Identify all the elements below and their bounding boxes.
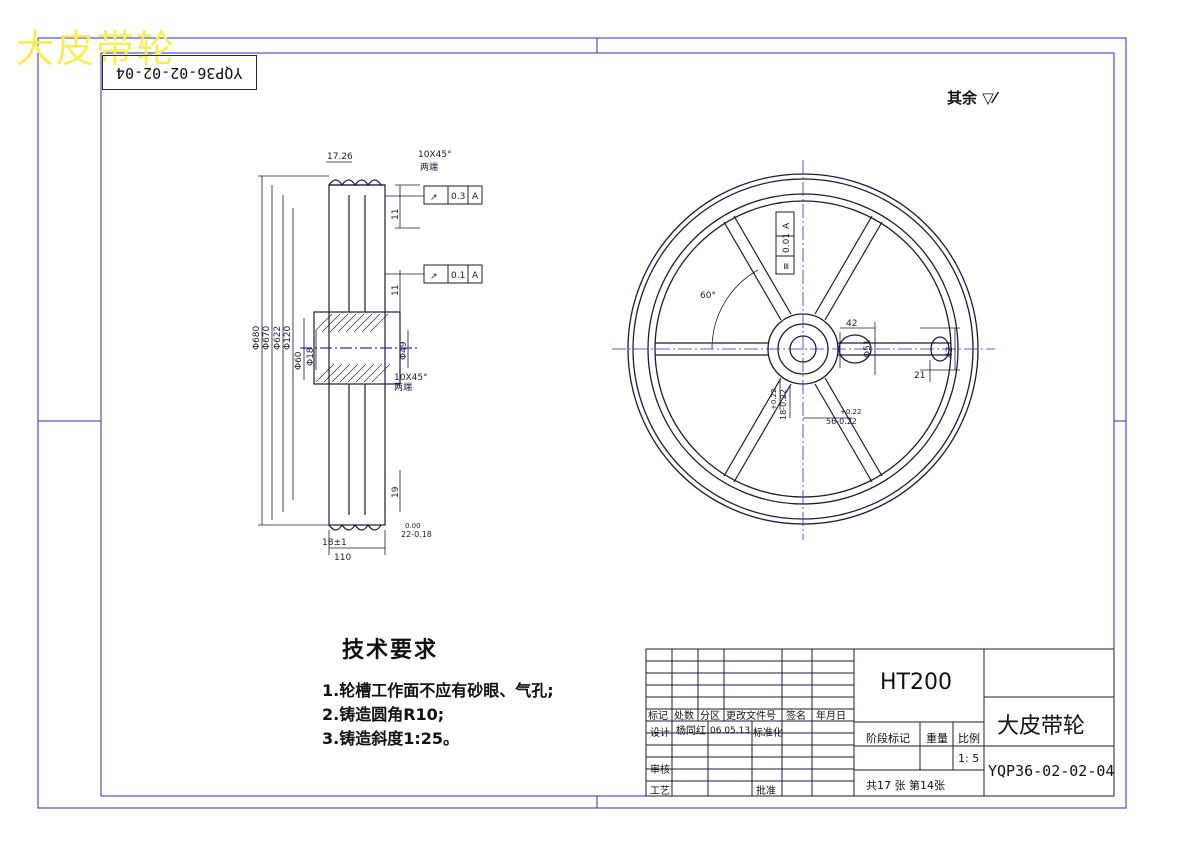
approve-label: 批准 xyxy=(756,786,776,797)
requirement-item-3: 3.铸造斜度1:25。 xyxy=(322,729,460,748)
front-tol-symbol: ≡ xyxy=(782,262,792,270)
design-date: 06.05.13 xyxy=(710,726,751,736)
dim-11-mid: 11 xyxy=(391,285,401,296)
row-design: 设计 xyxy=(650,728,670,739)
header-change-doc: 更改文件号 xyxy=(726,711,776,722)
watermark-text: 大皮带轮 xyxy=(16,27,177,71)
dim-both-ends-top: 两端 xyxy=(420,161,438,173)
front-dimensions xyxy=(711,269,960,419)
section-hatch xyxy=(315,313,391,383)
stage-mark-label: 阶段标记 xyxy=(866,732,910,745)
dim-19: 19 xyxy=(391,486,401,498)
material: HT200 xyxy=(880,670,952,695)
tol1-symbol: ↗ xyxy=(430,193,438,203)
outer-border xyxy=(37,37,1127,809)
designer-name: 杨同红 xyxy=(676,726,706,737)
dim-21: 21 xyxy=(914,371,925,381)
dim-11-top: 11 xyxy=(391,209,401,220)
dim-42-rim: 42 xyxy=(945,347,955,358)
front-tol-value: 0.01 xyxy=(782,233,792,253)
header-signature: 签名 xyxy=(786,711,806,722)
drawing-number: YQP36-02-02-04 xyxy=(988,762,1115,780)
dim-d680: Φ680 xyxy=(252,325,262,350)
header-count: 处数 xyxy=(674,711,694,722)
standardize-label: 标准化 xyxy=(753,728,783,739)
requirement-item-2: 2.铸造圆角R10; xyxy=(322,705,445,724)
dim-d49: Φ49 xyxy=(399,341,409,360)
angle-60: 60° xyxy=(700,291,716,301)
tol2-datum: A xyxy=(472,271,479,281)
section-view xyxy=(300,179,420,531)
header-zone: 分区 xyxy=(700,711,720,722)
dim-bottom-110: 110 xyxy=(334,553,351,563)
row-process: 工艺 xyxy=(650,786,670,797)
dim-keyway-upper: 0.00 xyxy=(405,522,421,530)
dim-d51: Φ51 xyxy=(863,339,873,358)
dim-d60: Φ60 xyxy=(294,351,304,370)
roughness-symbol-icon: ▽⁄ xyxy=(982,89,997,107)
header-mark: 标记 xyxy=(648,711,668,722)
requirement-item-1: 1.轮槽工作面不应有砂眼、气孔; xyxy=(322,681,554,700)
dim-both-ends-hub: 两端 xyxy=(394,381,412,393)
dim-d670: Φ670 xyxy=(262,325,272,350)
tol2-symbol: ↗ xyxy=(430,272,438,282)
scale-label: 比例 xyxy=(958,732,980,745)
tol1-datum: A xyxy=(472,192,479,202)
dim-d18: Φ18 xyxy=(306,347,316,366)
dim-42-spoke: 42 xyxy=(846,319,857,329)
weight-label: 重量 xyxy=(926,732,948,745)
drawing-code-rotated: YQP36-02-02-04 xyxy=(116,63,243,82)
section-dimensions xyxy=(258,161,424,555)
dim-key-upper: +0.22 xyxy=(770,389,778,410)
front-tolerance-frame xyxy=(775,211,795,275)
dim-bottom-18: 18±1 xyxy=(322,538,347,548)
dim-hub-depth: 56-0.22 xyxy=(826,417,857,426)
tol2-value: 0.1 xyxy=(451,271,465,281)
header-date: 年月日 xyxy=(816,711,846,722)
dim-d120: Φ120 xyxy=(283,325,293,350)
tol1-value: 0.3 xyxy=(451,192,465,202)
dim-key-width: 18-0.22 xyxy=(779,389,788,420)
part-name: 大皮带轮 xyxy=(997,714,1086,739)
title-block xyxy=(645,648,1115,797)
technical-requirements-title: 技术要求 xyxy=(342,638,439,663)
tolerance-frame-1 xyxy=(423,185,483,284)
dim-17-26: 17.26 xyxy=(327,152,353,162)
dim-chamfer-top: 10X45° xyxy=(418,150,452,160)
dim-hub-upper: +0.22 xyxy=(840,408,861,416)
front-tol-datum: A xyxy=(782,222,792,229)
roughness-note-text: 其余 xyxy=(947,89,978,107)
scale-value: 1: 5 xyxy=(958,752,980,765)
front-centerlines xyxy=(612,160,995,540)
dim-keyway-depth: 22-0.18 xyxy=(401,530,432,539)
sheet-count: 共17 张 第14张 xyxy=(866,779,945,792)
roughness-note: 其余 ▽⁄ xyxy=(947,87,996,108)
inner-border xyxy=(100,52,1115,797)
dim-d622: Φ622 xyxy=(273,326,283,350)
dim-chamfer-hub: 10X45° xyxy=(394,373,428,383)
drawing-code-box: YQP36-02-02-04 xyxy=(102,55,257,90)
row-check: 审核 xyxy=(650,765,670,776)
